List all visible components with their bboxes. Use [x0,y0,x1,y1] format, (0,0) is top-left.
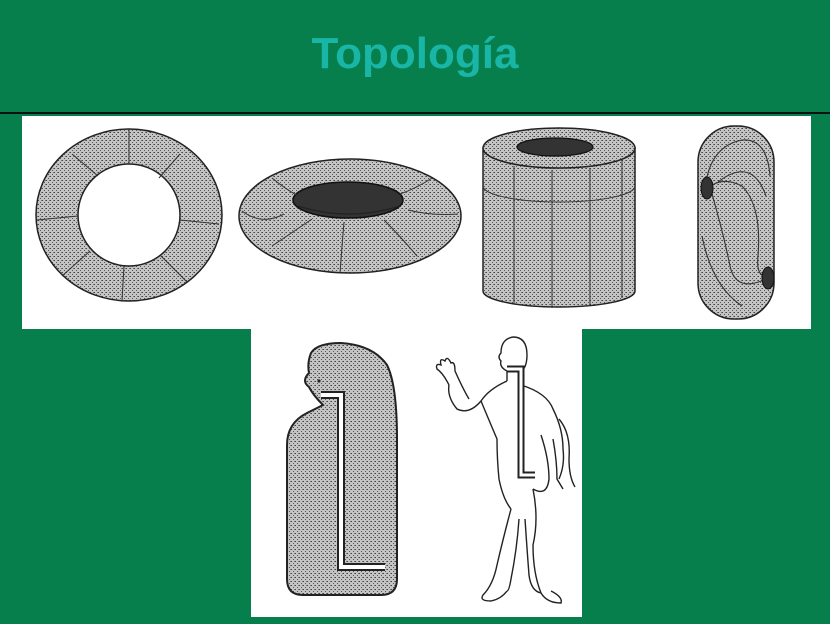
topology-shapes-svg [35,125,775,320]
thick-cylinder-tube [482,127,636,308]
top-illustration-panel [22,116,811,329]
torus-ring-top-view [35,128,223,302]
human-topology-blob [286,341,398,596]
torus-donut-perspective [238,158,462,274]
bottom-illustration-panel [251,329,582,617]
human-topology-svg [286,336,576,604]
human-figure-outline [435,336,576,604]
capsule-with-two-openings [697,125,775,320]
slide-title: Topología [311,29,519,78]
slide-header: Topología [0,0,830,114]
